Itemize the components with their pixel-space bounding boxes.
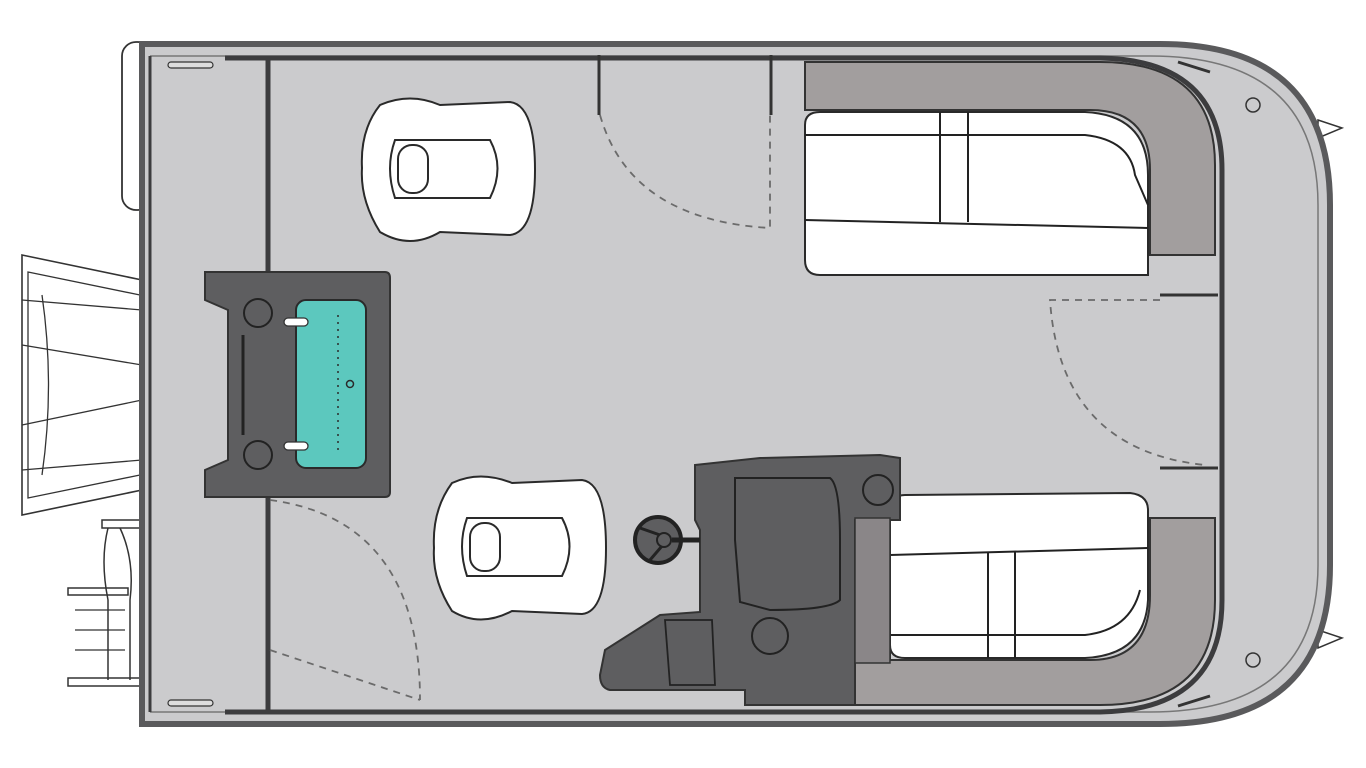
gate-stern	[269, 499, 421, 701]
gate-bow	[1049, 293, 1218, 470]
gate-top	[597, 55, 773, 229]
display-screen	[283, 299, 367, 469]
lounge-bow-bottom	[854, 491, 1216, 706]
stern-ladder-top	[21, 254, 143, 516]
captain-chair-top	[360, 97, 537, 242]
helm-console	[598, 453, 901, 706]
captain-chair-bottom	[432, 475, 608, 621]
steering-wheel-icon	[633, 515, 700, 565]
deck-rail	[150, 55, 1319, 713]
fence-top	[225, 55, 1225, 715]
lounge-bow-top	[804, 61, 1216, 276]
